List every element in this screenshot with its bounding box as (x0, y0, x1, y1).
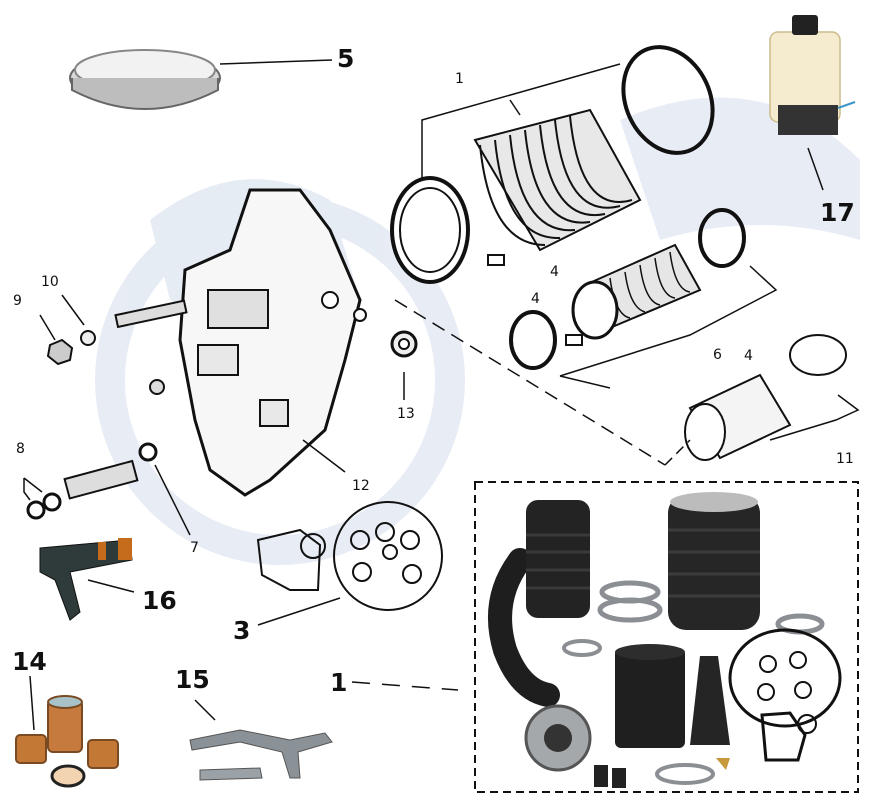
callout-17: 17 (820, 198, 855, 227)
clamp-4b (565, 334, 583, 346)
callout-4a: 4 (550, 264, 559, 280)
bellows-large (390, 45, 715, 284)
callout-10: 10 (41, 274, 59, 290)
shift-shaft (26, 442, 158, 520)
drive-hose-fitting (39, 538, 133, 621)
callout-3: 3 (233, 616, 251, 645)
bushing-set (15, 695, 119, 788)
callout-9: 9 (13, 293, 22, 309)
fluid-reservoir (769, 15, 856, 135)
callout-16: 16 (142, 586, 177, 615)
clamp-4a (487, 254, 505, 266)
callout-4c: 4 (744, 348, 753, 364)
bellows-small (509, 208, 746, 370)
callout-5: 5 (337, 44, 355, 73)
callout-11: 11 (836, 451, 854, 467)
stud-and-nuts (46, 299, 188, 395)
gasket-set (256, 501, 443, 611)
guide-line-dashed (394, 299, 666, 466)
callout-13: 13 (397, 406, 415, 422)
callout-12: 12 (352, 478, 370, 494)
leader-5 (219, 59, 333, 65)
callout-4b: 4 (531, 291, 540, 307)
callout-6: 6 (713, 347, 722, 363)
callout-1-top: 1 (455, 71, 464, 87)
callout-14: 14 (12, 647, 47, 676)
callout-1-kit: 1 (330, 668, 348, 697)
ring-part-5 (69, 49, 221, 110)
callout-7: 7 (190, 540, 199, 556)
exhaust-sleeve (684, 334, 847, 461)
shift-linkage (189, 729, 333, 781)
callout-8: 8 (16, 441, 25, 457)
transom-housing (178, 188, 367, 497)
kit-photo (488, 492, 842, 788)
callout-15: 15 (175, 665, 210, 694)
bracket-1 (421, 63, 621, 180)
